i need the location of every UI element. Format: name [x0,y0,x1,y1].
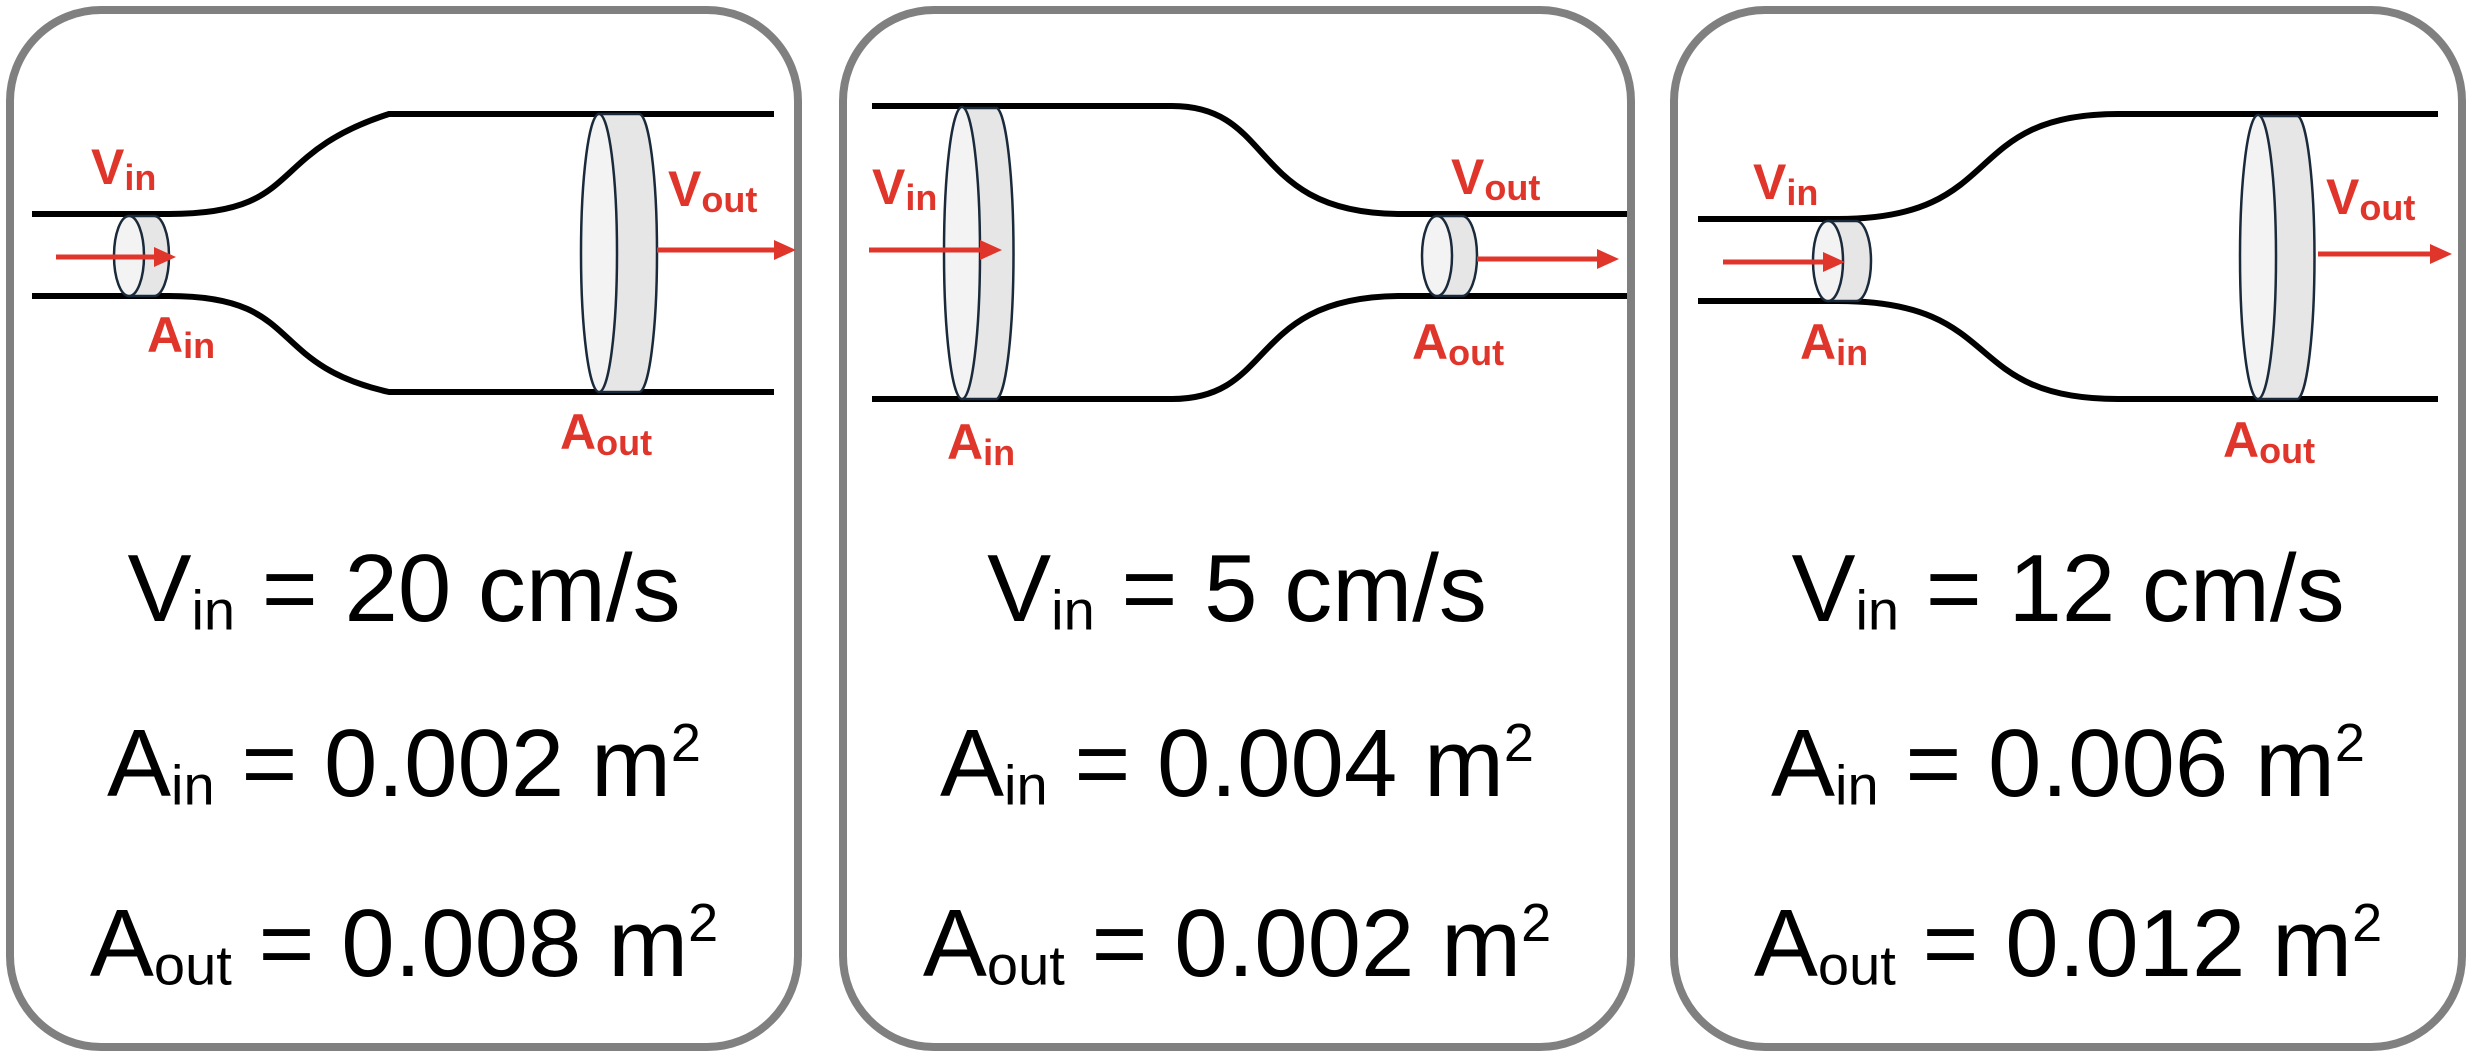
label-a-in: Ain [147,307,215,366]
area-out-equation: Aout = 0.002 m2 [922,890,1552,997]
outlet-disk [579,112,659,394]
arrow-in [1723,252,1845,272]
pipe-diagram-3: Vin Ain Vout Aout [1698,111,2452,471]
panel-3: Vin Ain Vout Aout Vin = 12 cm/s Ain = 0.… [1670,6,2466,1051]
panel-1: Vin Ain Vout Aout Vin = 20 cm/s Ain = 0.… [6,6,802,1051]
label-a-out: Aout [2223,412,2315,471]
velocity-in-equation: Vin = 5 cm/s [987,535,1487,642]
area-out-equation: Aout = 0.012 m2 [1753,890,2383,997]
pipe-diagram-1: Vin Ain Vout Aout [32,111,796,463]
label-a-in: Ain [1800,314,1868,373]
arrow-out [657,240,796,260]
pipe-walls [1698,111,2438,402]
velocity-in-equation: Vin = 20 cm/s [127,535,681,642]
label-a-out: Aout [560,404,652,463]
area-in-equation: Ain = 0.006 m2 [1771,710,2365,817]
pipe-walls [32,111,774,395]
label-v-out: Vout [668,161,757,220]
velocity-in-equation: Vin = 12 cm/s [1791,535,2345,642]
arrow-in [869,240,1002,260]
pipe-walls [872,103,1627,402]
label-v-in: Vin [91,139,156,198]
label-v-in: Vin [1753,154,1818,213]
area-out-equation: Aout = 0.008 m2 [89,890,719,997]
arrow-in [56,247,176,267]
arrow-out [1477,249,1619,269]
area-in-equation: Ain = 0.004 m2 [940,710,1534,817]
label-v-in: Vin [872,159,937,218]
outlet-disk [1420,214,1479,298]
label-a-out: Aout [1412,314,1504,373]
label-v-out: Vout [2326,169,2415,228]
area-in-equation: Ain = 0.002 m2 [107,710,701,817]
pipe-diagram-2: Vin Ain Vout Aout [869,103,1627,473]
label-v-out: Vout [1451,149,1540,208]
panel-2: Vin Ain Vout Aout Vin = 5 cm/s Ain = 0.0… [839,6,1635,1051]
inlet-disk [942,105,1015,401]
arrow-out [2318,244,2452,264]
label-a-in: Ain [947,414,1015,473]
outlet-disk [2238,113,2316,401]
